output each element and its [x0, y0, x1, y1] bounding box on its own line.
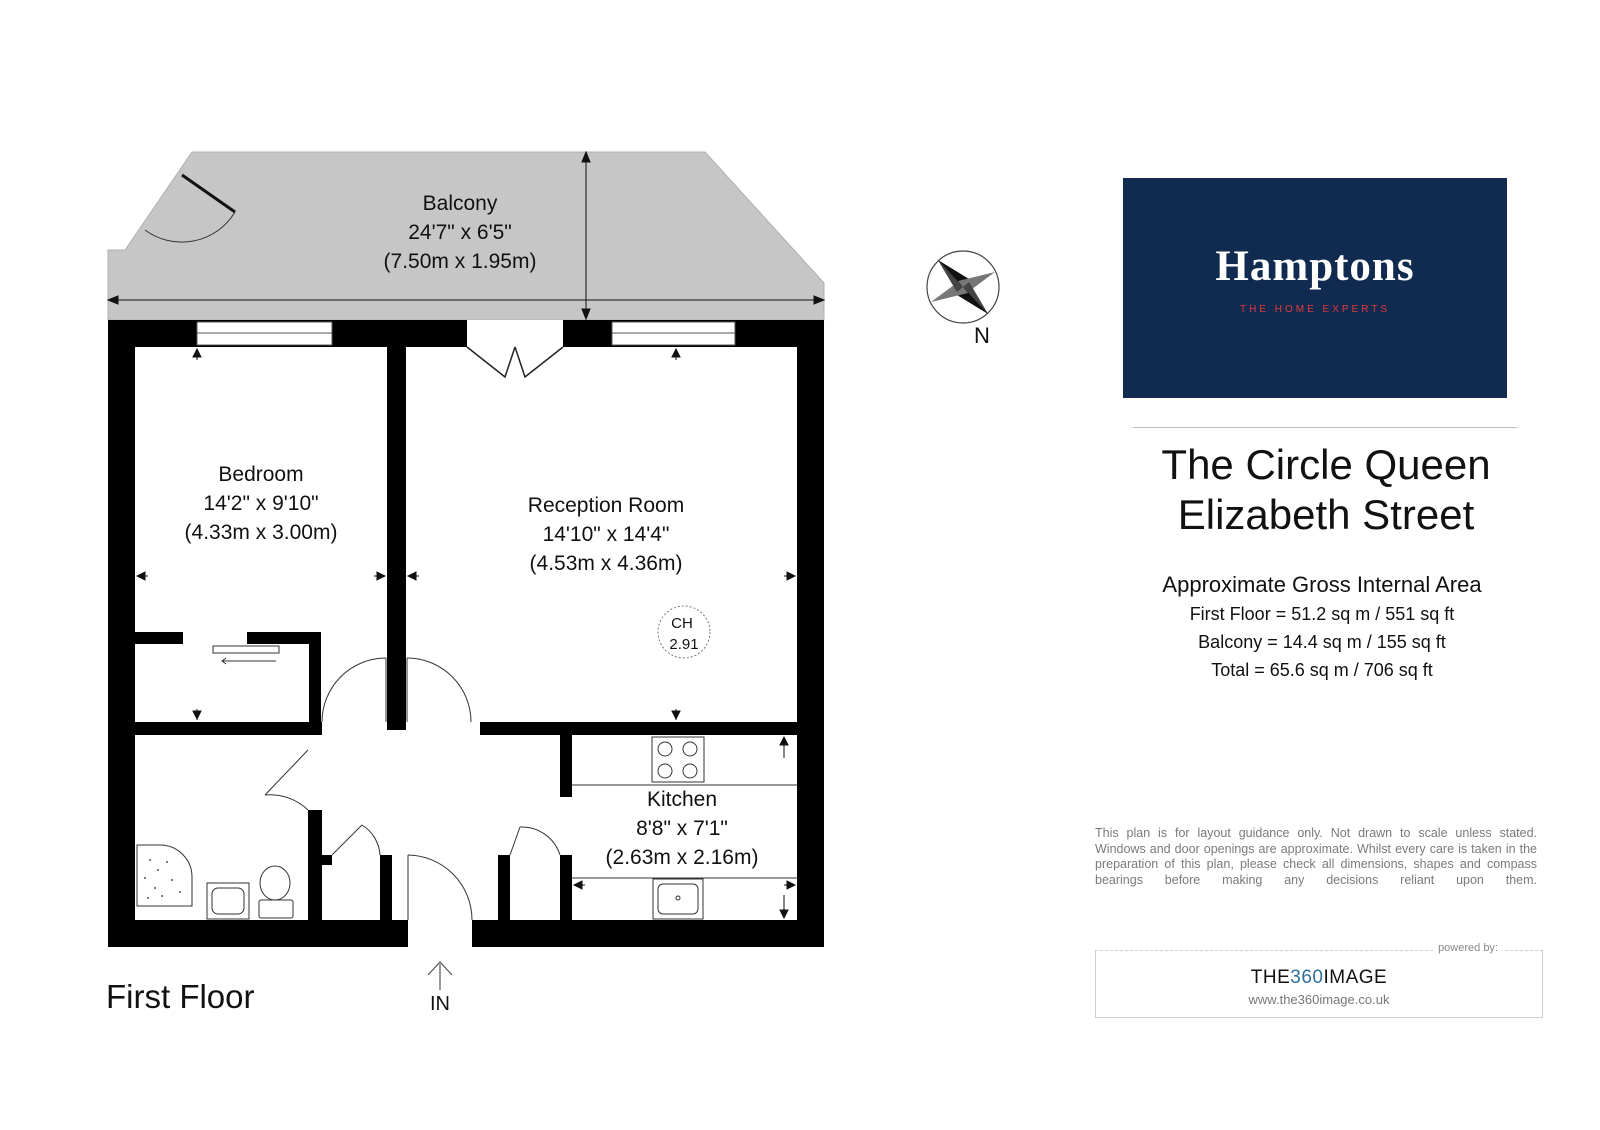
- reception-size-metric: (4.53m x 4.36m): [530, 552, 683, 575]
- wardrobe: [212, 645, 280, 665]
- property-title: The Circle Queen Elizabeth Street: [1123, 440, 1529, 540]
- divider: [1133, 427, 1517, 428]
- powered-by-label: powered by:: [1434, 942, 1502, 954]
- kitchen-worktops: [572, 784, 797, 879]
- french-doors: [466, 346, 564, 379]
- bathroom-fixtures: [136, 844, 294, 920]
- cupboard-label: CH: [671, 615, 693, 632]
- balcony-size-imperial: 24'7" x 6'5": [408, 221, 512, 244]
- reception-size-imperial: 14'10" x 14'4": [543, 523, 670, 546]
- credit-logo: THE360IMAGE: [1096, 967, 1542, 989]
- interior-walls: [135, 347, 797, 920]
- floor-label: First Floor: [106, 978, 255, 1015]
- area-total: Total = 65.6 sq m / 706 sq ft: [1211, 660, 1433, 680]
- dimension-markers: [135, 347, 797, 920]
- area-first-floor: First Floor = 51.2 sq m / 551 sq ft: [1189, 604, 1455, 624]
- bedroom-size-metric: (4.33m x 3.00m): [185, 521, 338, 544]
- property-title-line1: The Circle Queen: [1161, 441, 1491, 488]
- credit-name-number: 360: [1290, 967, 1324, 988]
- balcony-door-swing: [144, 211, 236, 243]
- area-summary: Approximate Gross Internal Area First Fl…: [1123, 570, 1521, 684]
- balcony-name: Balcony: [423, 192, 498, 215]
- reception-name: Reception Room: [528, 494, 684, 517]
- balcony-size-metric: (7.50m x 1.95m): [384, 250, 537, 273]
- area-heading: Approximate Gross Internal Area: [1162, 572, 1482, 597]
- entrance-arrow: [427, 961, 453, 990]
- area-balcony: Balcony = 14.4 sq m / 155 sq ft: [1198, 632, 1446, 652]
- internal-door-swings: [264, 657, 561, 921]
- brand-tagline: THE HOME EXPERTS: [1239, 304, 1391, 315]
- brand-name: Hamptons: [1215, 243, 1415, 290]
- brand-logo-panel: Hamptons THE HOME EXPERTS: [1123, 178, 1507, 398]
- kitchen-size-imperial: 8'8" x 7'1": [636, 817, 728, 840]
- credit-name-suffix: IMAGE: [1323, 967, 1388, 988]
- credit-name-prefix: THE: [1250, 967, 1291, 988]
- bedroom-size-imperial: 14'2" x 9'10": [203, 492, 318, 515]
- kitchen-name: Kitchen: [647, 788, 717, 811]
- interior-floor: [135, 347, 797, 917]
- credit-box: powered by: THE360IMAGE www.the360image.…: [1095, 942, 1543, 1018]
- bedroom-name: Bedroom: [218, 463, 303, 486]
- hob: [651, 736, 705, 783]
- cupboard-marker: [657, 605, 711, 659]
- disclaimer-text: This plan is for layout guidance only. N…: [1095, 826, 1537, 887]
- credit-url: www.the360image.co.uk: [1248, 992, 1390, 1007]
- entrance-label: IN: [430, 993, 450, 1015]
- compass-icon: [926, 250, 1000, 324]
- compass-north-label: N: [974, 323, 990, 348]
- french-door-opening: [467, 320, 563, 347]
- balcony-door-leaf: [181, 173, 236, 214]
- cupboard-value: 2.91: [669, 636, 698, 653]
- kitchen-sink: [652, 878, 704, 920]
- shower-tray-dots: [144, 859, 181, 899]
- balcony-dimension-arrows: [106, 150, 826, 321]
- kitchen-size-metric: (2.63m x 2.16m): [606, 846, 759, 869]
- property-title-line2: Elizabeth Street: [1177, 491, 1475, 538]
